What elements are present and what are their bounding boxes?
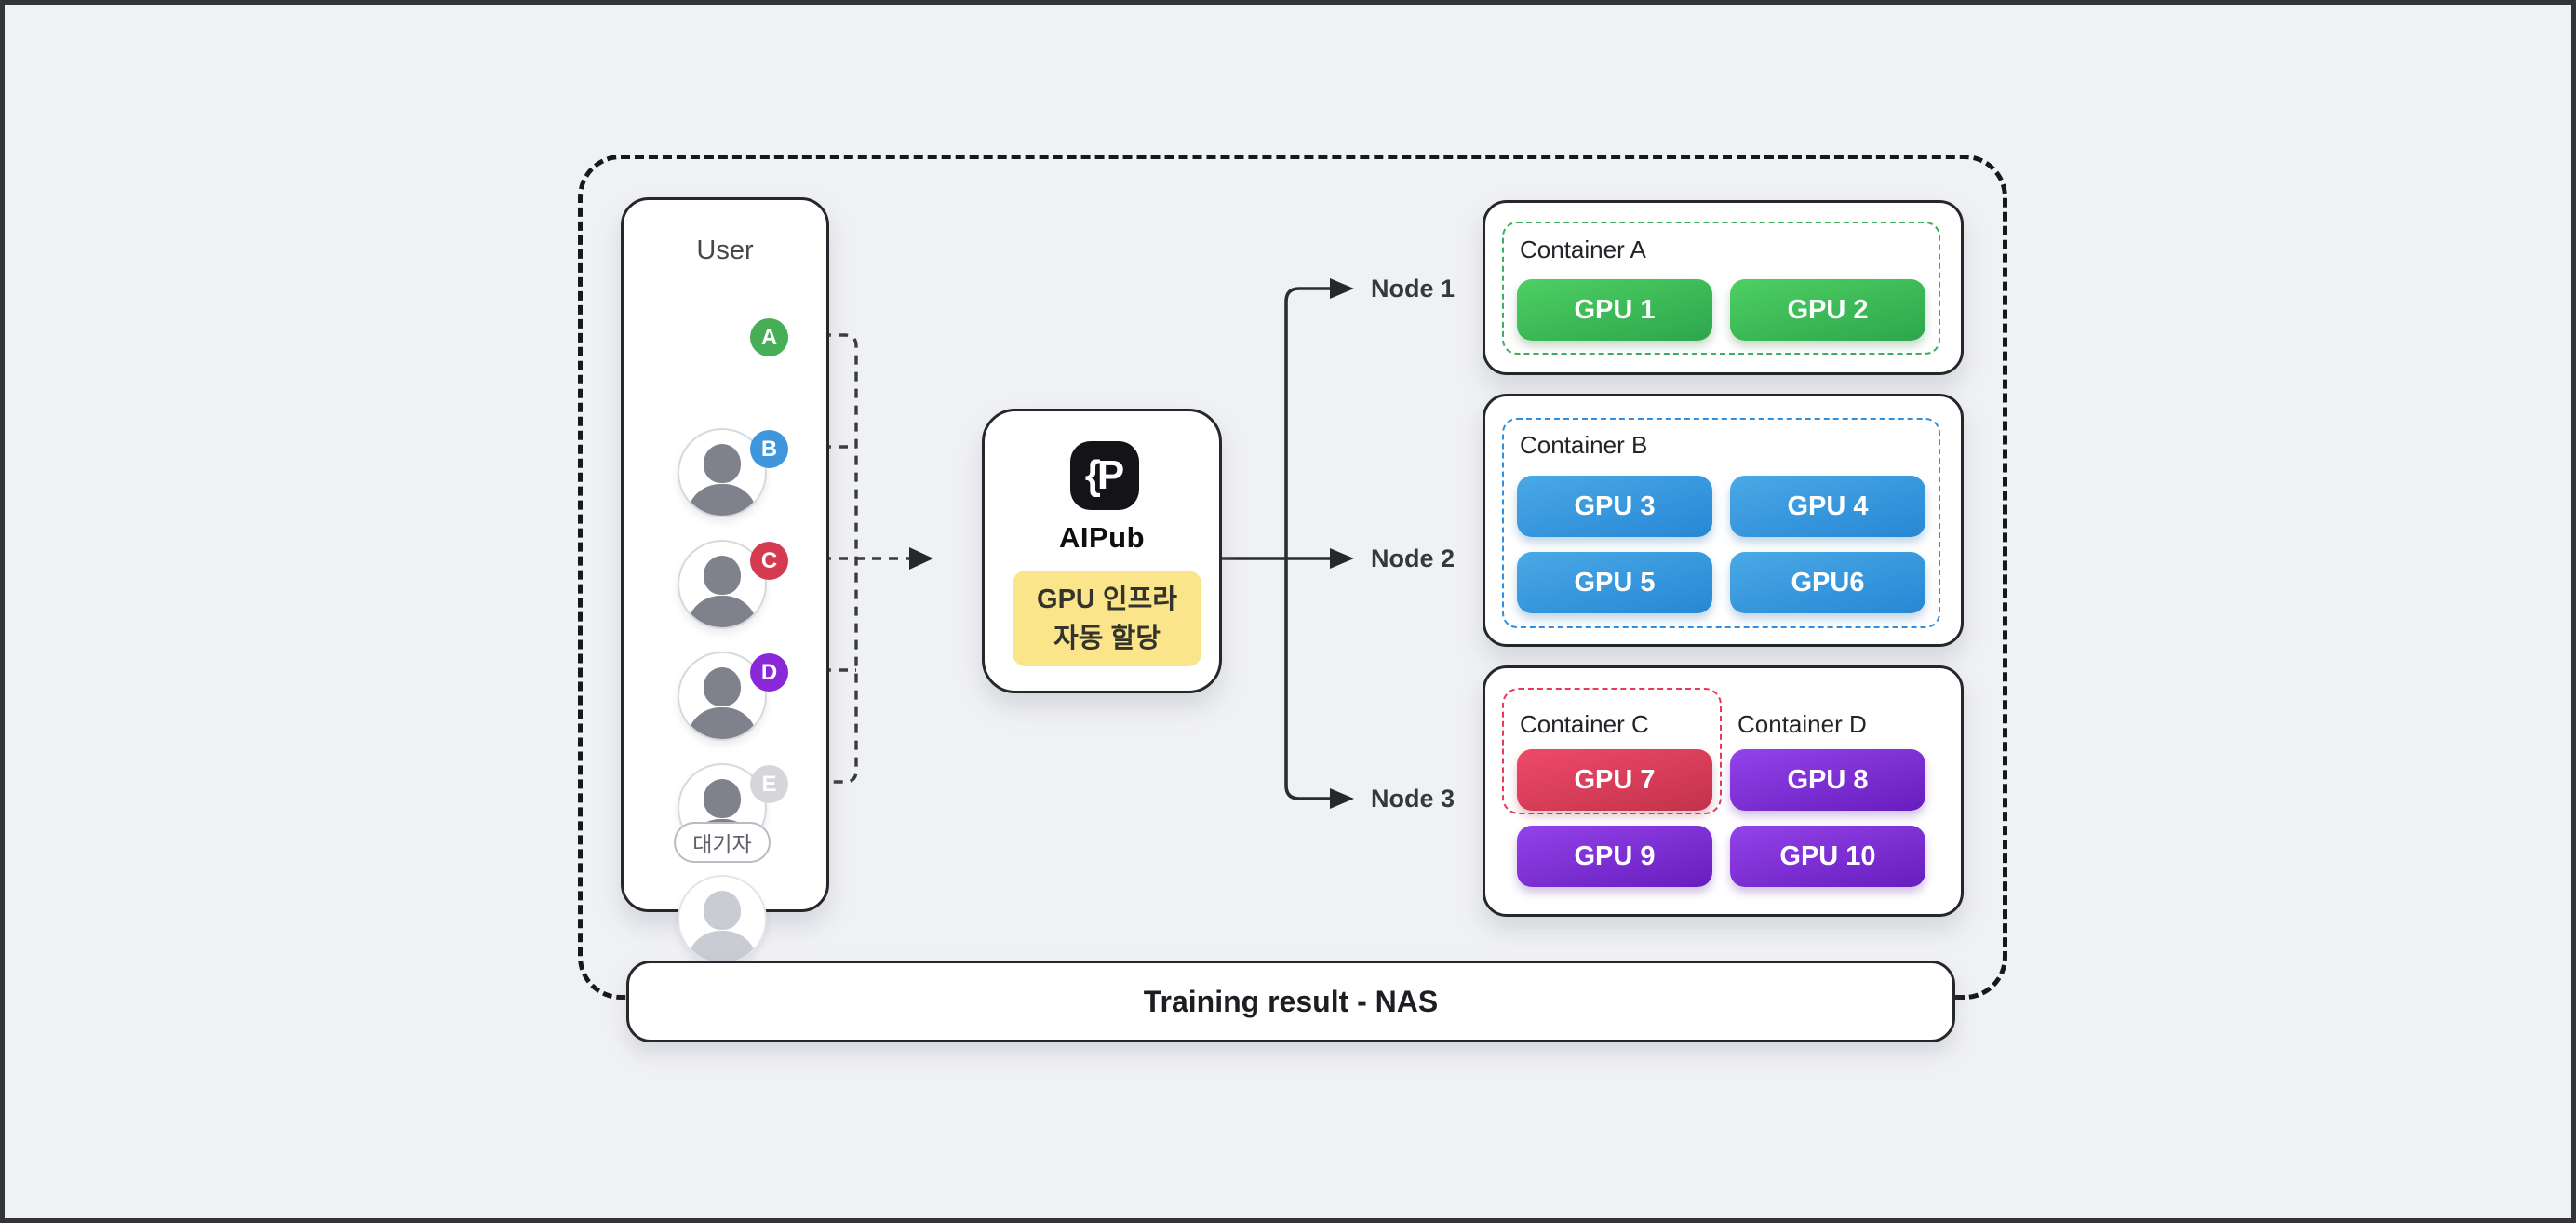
person-icon — [687, 596, 758, 627]
user-d-badge: D — [750, 653, 788, 692]
user-a-avatar — [678, 428, 767, 517]
gpu-5-chip: GPU 5 — [1517, 552, 1712, 613]
gpu-6-chip: GPU6 — [1730, 552, 1925, 613]
aipub-note: GPU 인프라 자동 할당 — [1013, 571, 1201, 666]
user-c-avatar — [678, 652, 767, 741]
person-icon — [704, 891, 741, 930]
user-b-badge: B — [750, 430, 788, 468]
person-icon — [704, 667, 741, 706]
aipub-note-line1: GPU 인프라 — [1037, 584, 1177, 614]
container-a-label: Container A — [1520, 235, 1646, 263]
container-c-dashed-border — [1502, 688, 1722, 814]
person-icon — [704, 556, 741, 595]
aipub-box: {P AIPub GPU 인프라 자동 할당 — [982, 409, 1222, 693]
user-panel: User A B C D E 대기자 — [621, 197, 829, 964]
aipub-name: AIPub — [1058, 521, 1146, 554]
node-1-label: Node 1 — [1371, 275, 1456, 302]
gpu-9-chip: GPU 9 — [1517, 826, 1712, 887]
person-icon — [704, 779, 741, 818]
person-icon — [687, 931, 758, 962]
user-c-badge: C — [750, 542, 788, 580]
user-a-badge: A — [750, 318, 788, 356]
gpu-8-chip: GPU 8 — [1730, 749, 1925, 811]
user-e-badge: E — [750, 765, 788, 803]
user-panel-title: User — [696, 235, 754, 265]
training-result-nas-box: Training result - NAS — [626, 961, 1955, 1042]
container-c-label: Container C — [1520, 710, 1649, 738]
gpu-2-chip: GPU 2 — [1730, 279, 1925, 341]
aipub-note-line2: 자동 할당 — [1053, 623, 1161, 653]
container-d-label: Container D — [1737, 710, 1867, 738]
node-3-label: Node 3 — [1371, 785, 1456, 813]
person-icon — [687, 484, 758, 516]
container-a-dashed-border — [1502, 222, 1940, 355]
person-icon — [704, 444, 741, 483]
gpu-10-chip: GPU 10 — [1730, 826, 1925, 887]
gpu-7-chip: GPU 7 — [1517, 749, 1712, 811]
gpu-1-chip: GPU 1 — [1517, 279, 1712, 341]
person-icon — [687, 707, 758, 739]
user-e-avatar-waiting — [678, 875, 767, 964]
aipub-logo-icon: {P — [1070, 441, 1139, 510]
node-2-label: Node 2 — [1371, 544, 1456, 572]
container-b-dashed-border — [1502, 418, 1940, 628]
waiting-user-pill: 대기자 — [674, 822, 771, 863]
gpu-3-chip: GPU 3 — [1517, 476, 1712, 537]
gpu-4-chip: GPU 4 — [1730, 476, 1925, 537]
container-b-label: Container B — [1520, 431, 1648, 459]
